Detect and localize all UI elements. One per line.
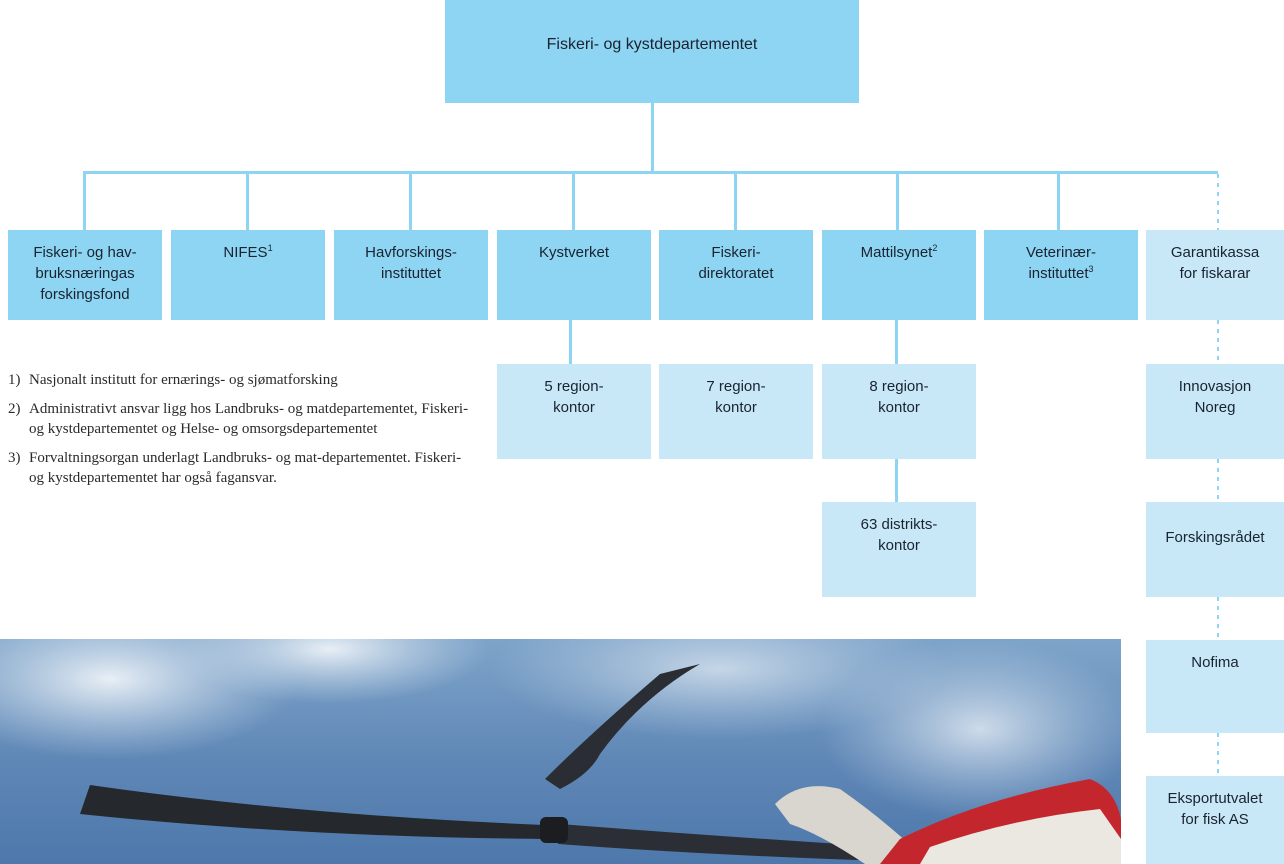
office-label: 63 distrikts- kontor	[860, 516, 938, 554]
rotor-blade	[80, 785, 548, 839]
affiliated-label: Forskingsrådet	[1165, 529, 1265, 546]
unit-label: Mattilsynet2	[861, 242, 938, 263]
affiliated-label: Nofima	[1191, 654, 1239, 671]
cloud-shape	[820, 639, 1121, 819]
fuselage-white	[920, 809, 1121, 864]
office-box: 5 region- kontor	[497, 364, 651, 459]
unit-box: NIFES1	[171, 230, 325, 320]
dashed-affiliated-2	[1217, 459, 1219, 502]
unit-label: Havforskings- instituttet	[365, 244, 457, 282]
office-label: 8 region- kontor	[869, 378, 929, 416]
root-stem	[651, 103, 654, 172]
kystverket-stem	[569, 320, 572, 364]
footnote-ref: 3	[1088, 264, 1094, 274]
dashed-affiliated-4	[1217, 733, 1219, 776]
footnote-ref: 1	[267, 243, 273, 253]
helicopter-illustration	[0, 639, 1121, 864]
unit-box: Fiskeri- og hav- bruksnæringas forskings…	[8, 230, 162, 320]
drop-6	[896, 171, 899, 230]
affiliated-box: Nofima	[1146, 640, 1284, 733]
office-label: 7 region- kontor	[706, 378, 766, 416]
root-box: Fiskeri- og kystdepartementet	[445, 0, 859, 103]
office-label: 5 region- kontor	[544, 378, 604, 416]
footnote-text: Forvaltningsorgan underlagt Landbruks- o…	[29, 450, 462, 486]
tail-fin	[775, 786, 930, 864]
unit-label: Fiskeri- og hav- bruksnæringas forskings…	[33, 244, 137, 303]
affiliated-box: Forskingsrådet	[1146, 502, 1284, 597]
unit-box: Fiskeri- direktoratet	[659, 230, 813, 320]
affiliated-label: Eksportutvalet for fisk AS	[1167, 790, 1263, 828]
dashed-affiliated-3	[1217, 597, 1219, 640]
footnote-item: 2) Administrativt ansvar ligg hos Landbr…	[8, 399, 478, 439]
footnote-text: Administrativt ansvar ligg hos Landbruks…	[29, 401, 469, 437]
region-8-stem	[895, 459, 898, 502]
affiliated-box: Innovasjon Noreg	[1146, 364, 1284, 459]
dashed-drop-8	[1217, 174, 1219, 230]
cloud-shape	[170, 639, 490, 704]
unit-label: Fiskeri- direktoratet	[698, 244, 774, 282]
affiliated-box: Eksportutvalet for fisk AS	[1146, 776, 1284, 864]
drop-5	[734, 171, 737, 230]
unit-box: Garantikassa for fiskarar	[1146, 230, 1284, 320]
unit-label: NIFES1	[223, 242, 272, 263]
drop-2	[246, 171, 249, 230]
unit-label: Veterinær- instituttet3	[1026, 242, 1096, 284]
footnote-ref: 2	[932, 243, 938, 253]
unit-label: Garantikassa for fiskarar	[1170, 244, 1260, 282]
footnote-number: 1)	[8, 372, 21, 388]
unit-box: Veterinær- instituttet3	[984, 230, 1138, 320]
unit-name: NIFES	[223, 244, 268, 261]
rotor-blade	[545, 664, 700, 789]
affiliated-label: Innovasjon Noreg	[1178, 378, 1252, 416]
helicopter-photo	[0, 639, 1121, 864]
office-box: 63 distrikts- kontor	[822, 502, 976, 597]
top-bus	[83, 171, 1218, 174]
mattilsynet-stem	[895, 320, 898, 364]
footnote-number: 3)	[8, 450, 21, 466]
office-box: 7 region- kontor	[659, 364, 813, 459]
footnotes: 1) Nasjonalt institutt for ernærings- og…	[8, 370, 478, 497]
dashed-affiliated-1	[1217, 320, 1219, 364]
unit-box: Mattilsynet2	[822, 230, 976, 320]
drop-7	[1057, 171, 1060, 230]
footnote-number: 2)	[8, 401, 21, 417]
office-box: 8 region- kontor	[822, 364, 976, 459]
unit-name: Mattilsynet	[860, 244, 933, 261]
unit-label: Kystverket	[538, 244, 610, 261]
rotor-hub	[540, 817, 568, 843]
drop-1	[83, 171, 86, 230]
unit-box: Kystverket	[497, 230, 651, 320]
footnote-text: Nasjonalt institutt for ernærings- og sj…	[29, 372, 338, 388]
footnote-item: 3) Forvaltningsorgan underlagt Landbruks…	[8, 448, 478, 488]
drop-4	[572, 171, 575, 230]
footnote-item: 1) Nasjonalt institutt for ernærings- og…	[8, 370, 478, 390]
unit-name: Veterinær- instituttet	[1025, 244, 1097, 282]
unit-box: Havforskings- instituttet	[334, 230, 488, 320]
root-label: Fiskeri- og kystdepartementet	[546, 36, 758, 53]
drop-3	[409, 171, 412, 230]
